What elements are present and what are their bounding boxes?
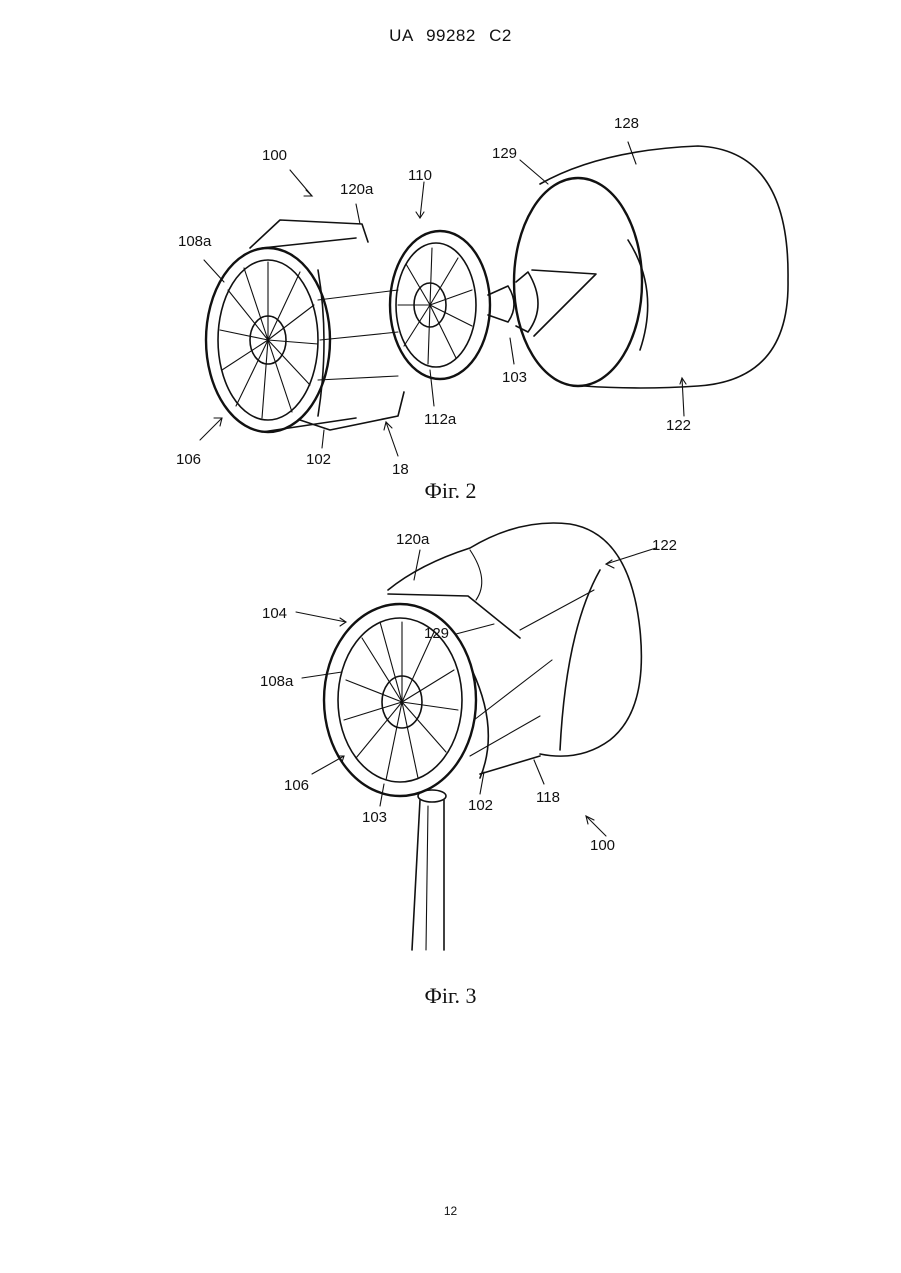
figure-2-caption: Фіг. 2 [0,478,901,504]
front-housing-drawing [206,220,404,432]
figure-2-drawing: 100 120a 110 129 128 108a 103 112a 122 1… [0,100,901,480]
figure-3-caption: Фіг. 3 [0,983,901,1009]
fig2-label-100: 100 [262,147,287,164]
fig3-label-129: 129 [424,625,449,642]
figure-2: 100 120a 110 129 128 108a 103 112a 122 1… [0,100,901,480]
leader-lines-fig2 [200,142,686,456]
fig2-label-120a: 120a [340,181,374,198]
fig3-label-108a: 108a [260,673,294,690]
nacelle-drawing [514,146,788,388]
fig3-label-100: 100 [590,837,615,854]
fig2-label-103: 103 [502,369,527,386]
fig2-label-112a: 112a [424,411,457,428]
fig2-label-110: 110 [408,167,432,184]
fig2-label-129: 129 [492,145,517,162]
fig3-label-122: 122 [652,537,677,554]
fig2-label-106: 106 [176,451,201,468]
figure-3-drawing: 120a 122 104 129 108a 106 103 102 118 10… [0,510,901,960]
fig3-label-120a: 120a [396,531,430,548]
fig2-label-128: 128 [614,115,639,132]
fig3-label-102: 102 [468,797,493,814]
fig2-label-122: 122 [666,417,691,434]
fig2-label-18: 18 [392,461,409,478]
patent-number-header: UA 99282 C2 [0,26,901,46]
assembled-turbine-drawing [324,523,641,950]
figure-3: 120a 122 104 129 108a 106 103 102 118 10… [0,510,901,960]
fig2-label-102: 102 [306,451,331,468]
fig3-label-103: 103 [362,809,387,826]
fig2-label-108a: 108a [178,233,212,250]
page-number: 12 [0,1204,901,1218]
fig3-label-118: 118 [536,789,560,806]
fig3-label-104: 104 [262,605,287,622]
fig3-label-106: 106 [284,777,309,794]
